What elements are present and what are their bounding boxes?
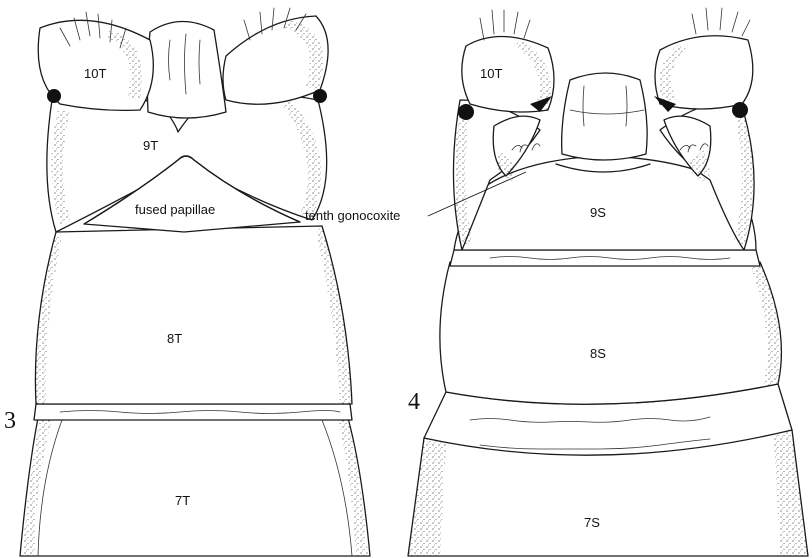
label-10t-ventral: 10T [480, 66, 502, 81]
segment-7t [20, 418, 370, 556]
label-7t: 7T [175, 493, 190, 508]
segment-8s [440, 262, 782, 404]
figure-4-drawing: 10T tenth gonocoxite 9S 8S 7S 4 [305, 8, 808, 556]
central-process [147, 21, 226, 118]
figure-3-drawing: 10T 9T fused papillae 8T 7T 3 [4, 8, 370, 556]
label-9t: 9T [143, 138, 158, 153]
figure-number-3: 3 [4, 408, 16, 434]
central-plate [556, 73, 650, 172]
label-8t: 8T [167, 331, 182, 346]
label-7s: 7S [584, 515, 600, 530]
label-tenth-gonocoxite: tenth gonocoxite [305, 208, 400, 223]
figure-number-4: 4 [408, 389, 420, 415]
label-9s: 9S [590, 205, 606, 220]
label-fused-papillae: fused papillae [135, 202, 215, 217]
membrane-8-9 [450, 250, 760, 266]
label-8s: 8S [590, 346, 606, 361]
label-10t: 10T [84, 66, 106, 81]
membrane-7-8 [34, 404, 352, 420]
segment-8t [35, 226, 352, 404]
